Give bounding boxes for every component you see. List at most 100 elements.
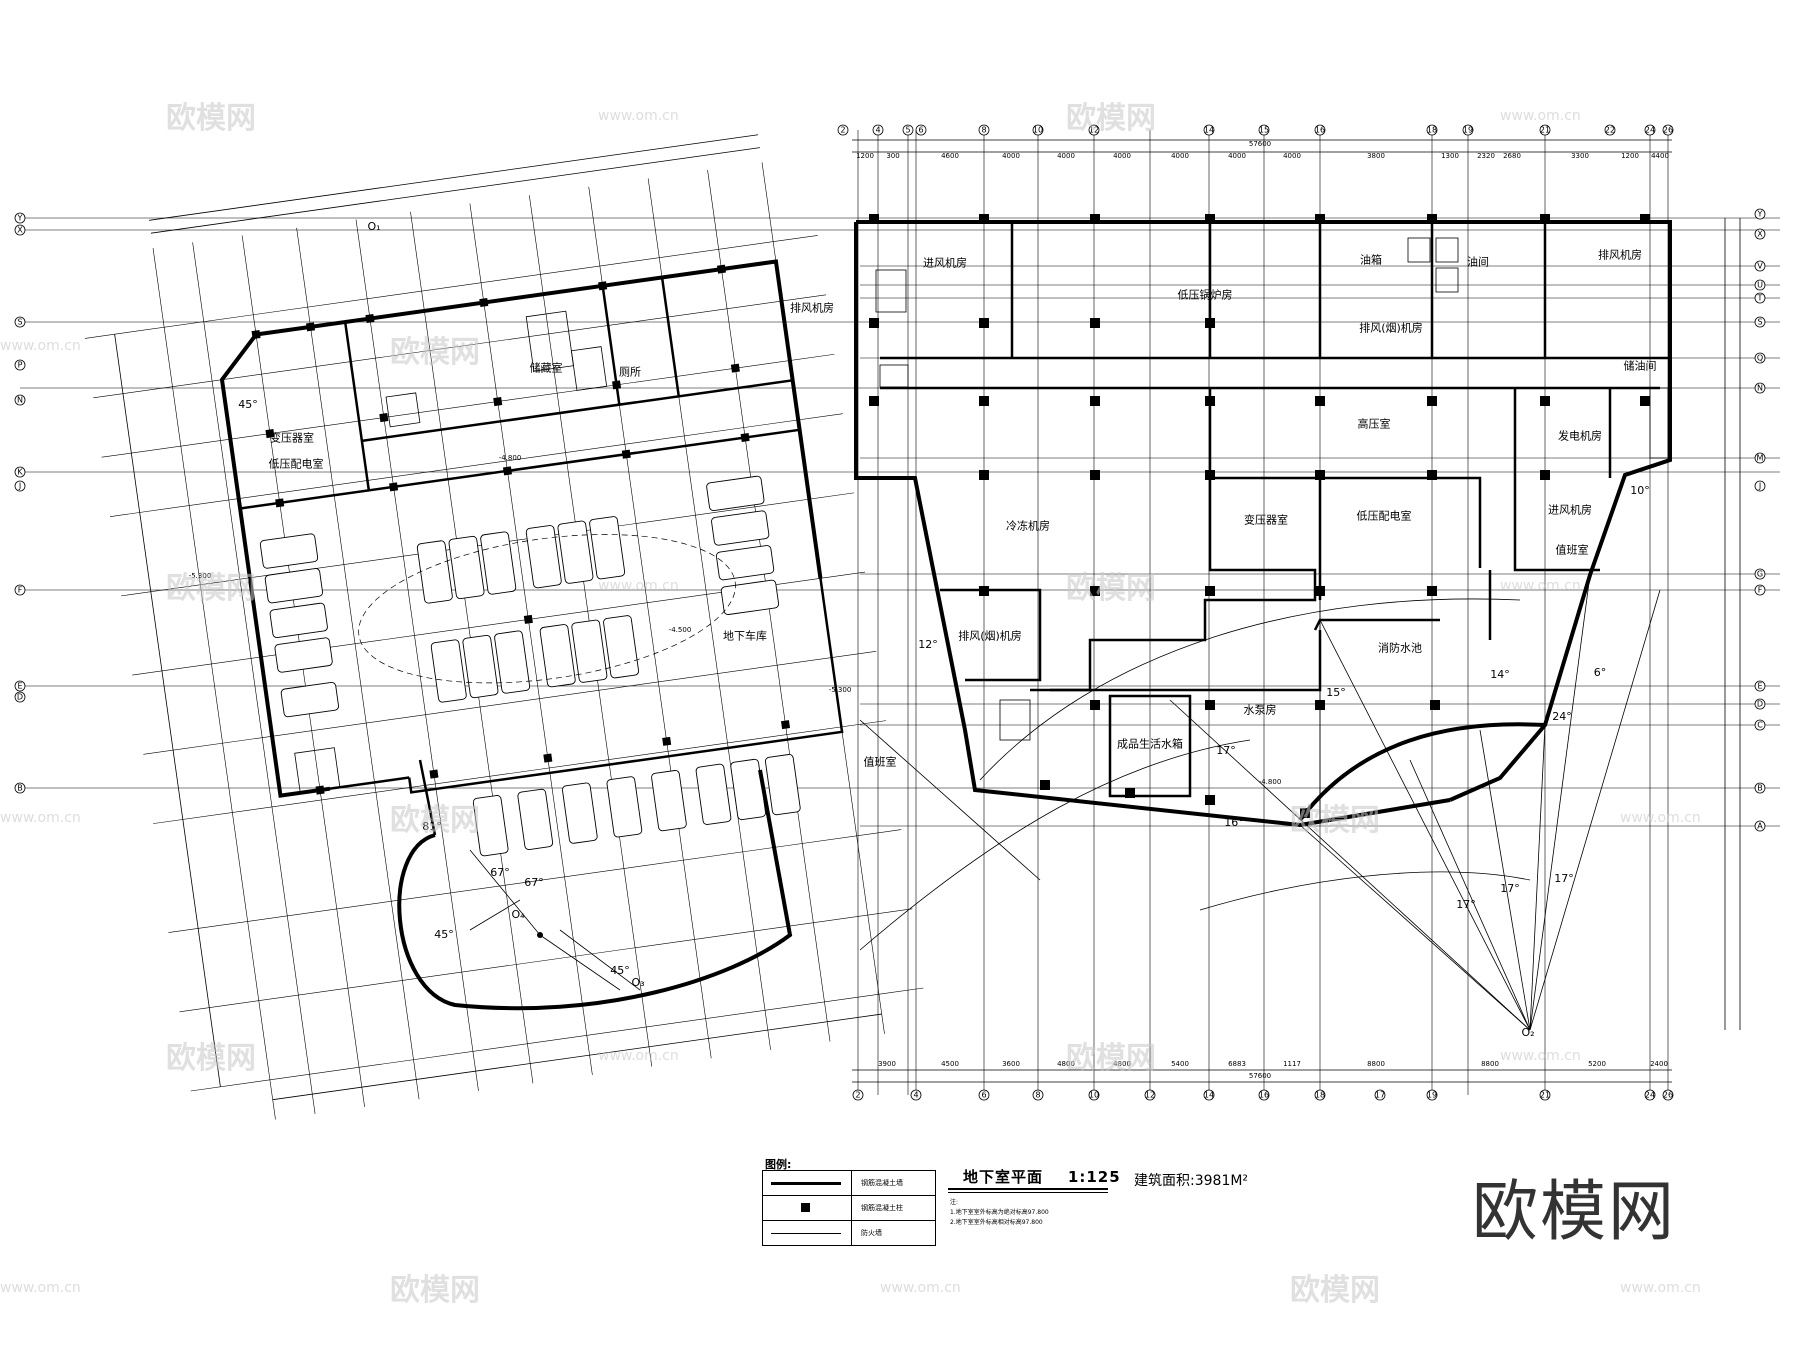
- svg-text:14: 14: [1204, 126, 1214, 135]
- svg-text:X: X: [1757, 230, 1763, 239]
- legend-row-column: 钢筋混凝土柱: [763, 1196, 935, 1221]
- right-block-walls: [854, 214, 1672, 1031]
- room-storage: 储藏室: [530, 361, 563, 375]
- svg-text:19: 19: [1463, 126, 1473, 135]
- svg-text:Y: Y: [1757, 210, 1763, 219]
- svg-text:26: 26: [1663, 1091, 1673, 1100]
- svg-text:4000: 4000: [1057, 152, 1075, 160]
- dimension-texts: 57600 57600 1200 300 4600 4000 4000 4000…: [856, 140, 1669, 1080]
- svg-text:N: N: [1757, 384, 1763, 393]
- svg-text:-5.300: -5.300: [189, 572, 212, 580]
- grid-bubbles-top: 2 4 5 6 8 10 12 14 15 16 18 19 21 22 24 …: [837, 124, 1674, 136]
- svg-text:www.om.cn: www.om.cn: [1620, 810, 1701, 826]
- room-transformer-right: 变压器室: [1244, 513, 1288, 527]
- room-lowvolt-right: 低压配电室: [1357, 509, 1412, 523]
- logo: 欧模网: [1472, 1173, 1676, 1250]
- svg-text:www.om.cn: www.om.cn: [598, 108, 679, 124]
- svg-text:D: D: [1757, 700, 1763, 709]
- level-labels: -5.300 -4.800 -5.300 -4.500 -4.800: [189, 454, 1282, 786]
- room-exhaust-right: 排风机房: [1598, 248, 1642, 262]
- room-control: 值班室: [1556, 543, 1589, 557]
- svg-text:-5.300: -5.300: [829, 686, 852, 694]
- svg-text:K: K: [17, 468, 23, 477]
- svg-text:4600: 4600: [941, 152, 959, 160]
- svg-text:18: 18: [1315, 1091, 1325, 1100]
- svg-text:www.om.cn: www.om.cn: [1500, 108, 1581, 124]
- note-line: 2.地下室室外标高相对标高97.800: [950, 1219, 1043, 1226]
- svg-text:Y: Y: [17, 214, 23, 223]
- note-line: 1.地下室室外标高为绝对标高97.800: [950, 1209, 1049, 1216]
- svg-text:10°: 10°: [1630, 484, 1650, 497]
- svg-text:-4.800: -4.800: [499, 454, 522, 462]
- svg-text:www.om.cn: www.om.cn: [598, 578, 679, 594]
- svg-text:3900: 3900: [878, 1060, 896, 1068]
- svg-text:21: 21: [1540, 126, 1550, 135]
- svg-text:14°: 14°: [1490, 668, 1510, 681]
- svg-text:5: 5: [905, 126, 910, 135]
- grid-bubbles-bottom: 2 4 6 8 10 12 14 16 18 17 19 21 24 26: [852, 1089, 1674, 1101]
- svg-text:6: 6: [981, 1091, 986, 1100]
- note-line: 注:: [950, 1199, 959, 1206]
- svg-text:10: 10: [1033, 126, 1043, 135]
- svg-text:欧模网: 欧模网: [1290, 803, 1380, 838]
- room-oil-store: 储油间: [1624, 359, 1657, 373]
- svg-text:2: 2: [840, 126, 845, 135]
- svg-text:17°: 17°: [1216, 744, 1236, 757]
- drawing-scale: 1:125: [1067, 1168, 1121, 1186]
- svg-text:-4.500: -4.500: [669, 626, 692, 634]
- svg-text:F: F: [1758, 586, 1763, 595]
- svg-text:16: 16: [1315, 126, 1325, 135]
- room-fire-pool: 消防水池: [1378, 641, 1422, 655]
- svg-text:www.om.cn: www.om.cn: [0, 1280, 81, 1296]
- legend-column-symbol: [801, 1203, 810, 1212]
- svg-text:2400: 2400: [1650, 1060, 1668, 1068]
- center-points: O₁ O₂ O₃ O₄: [367, 220, 1534, 1039]
- room-pump: 水泵房: [1244, 704, 1277, 717]
- svg-text:6°: 6°: [1594, 666, 1607, 679]
- svg-text:24°: 24°: [1552, 710, 1572, 723]
- svg-text:4000: 4000: [1283, 152, 1301, 160]
- svg-text:12: 12: [1145, 1091, 1155, 1100]
- room-intake-right: 进风机房: [1548, 503, 1592, 517]
- svg-text:www.om.cn: www.om.cn: [1500, 1048, 1581, 1064]
- svg-text:欧模网: 欧模网: [390, 335, 480, 370]
- room-watch: 值班室: [864, 755, 897, 769]
- svg-text:G: G: [1757, 570, 1763, 579]
- svg-text:E: E: [1757, 682, 1762, 691]
- svg-text:17°: 17°: [1500, 882, 1520, 895]
- drawing-notes: 注: 1.地下室室外标高为绝对标高97.800 2.地下室室外标高相对标高97.…: [950, 1198, 1049, 1228]
- svg-text:N: N: [17, 396, 23, 405]
- svg-text:4: 4: [875, 126, 880, 135]
- svg-text:B: B: [17, 784, 23, 793]
- svg-text:12°: 12°: [918, 638, 938, 651]
- svg-text:www.om.cn: www.om.cn: [598, 1048, 679, 1064]
- title-underline: [948, 1188, 1108, 1190]
- grid-bubbles-right: Y X V U T S Q N M J G F E D C B A: [1754, 208, 1766, 832]
- room-labels: 地下车库 储藏室 变压器室 低压配电室 排风机房 厕所 进风机房 低压锅炉房 油…: [269, 248, 1657, 769]
- svg-text:S: S: [1757, 318, 1762, 327]
- svg-text:2: 2: [855, 1091, 860, 1100]
- svg-text:欧模网: 欧模网: [166, 571, 256, 606]
- svg-text:2680: 2680: [1503, 152, 1521, 160]
- svg-text:P: P: [18, 361, 23, 370]
- drawing-title-text: 地下室平面: [963, 1168, 1044, 1186]
- svg-text:24: 24: [1645, 126, 1655, 135]
- svg-text:45°: 45°: [434, 928, 454, 941]
- svg-text:www.om.cn: www.om.cn: [1620, 1280, 1701, 1296]
- svg-text:300: 300: [886, 152, 899, 160]
- svg-text:4400: 4400: [1651, 152, 1669, 160]
- svg-text:A: A: [1757, 822, 1763, 831]
- legend-row-wall: 钢筋混凝土墙: [763, 1171, 935, 1196]
- svg-text:J: J: [18, 482, 21, 491]
- svg-text:欧模网: 欧模网: [1290, 1273, 1380, 1308]
- title-underline-thin: [948, 1192, 1108, 1193]
- svg-text:B: B: [1757, 784, 1763, 793]
- svg-text:www.om.cn: www.om.cn: [0, 810, 81, 826]
- room-water-tank: 成品生活水箱: [1117, 737, 1183, 751]
- svg-text:X: X: [17, 226, 23, 235]
- svg-text:1200: 1200: [1621, 152, 1639, 160]
- svg-text:14: 14: [1204, 1091, 1214, 1100]
- svg-text:1117: 1117: [1283, 1060, 1301, 1068]
- room-chiller: 冷冻机房: [1006, 519, 1050, 533]
- svg-text:欧模网: 欧模网: [1066, 571, 1156, 606]
